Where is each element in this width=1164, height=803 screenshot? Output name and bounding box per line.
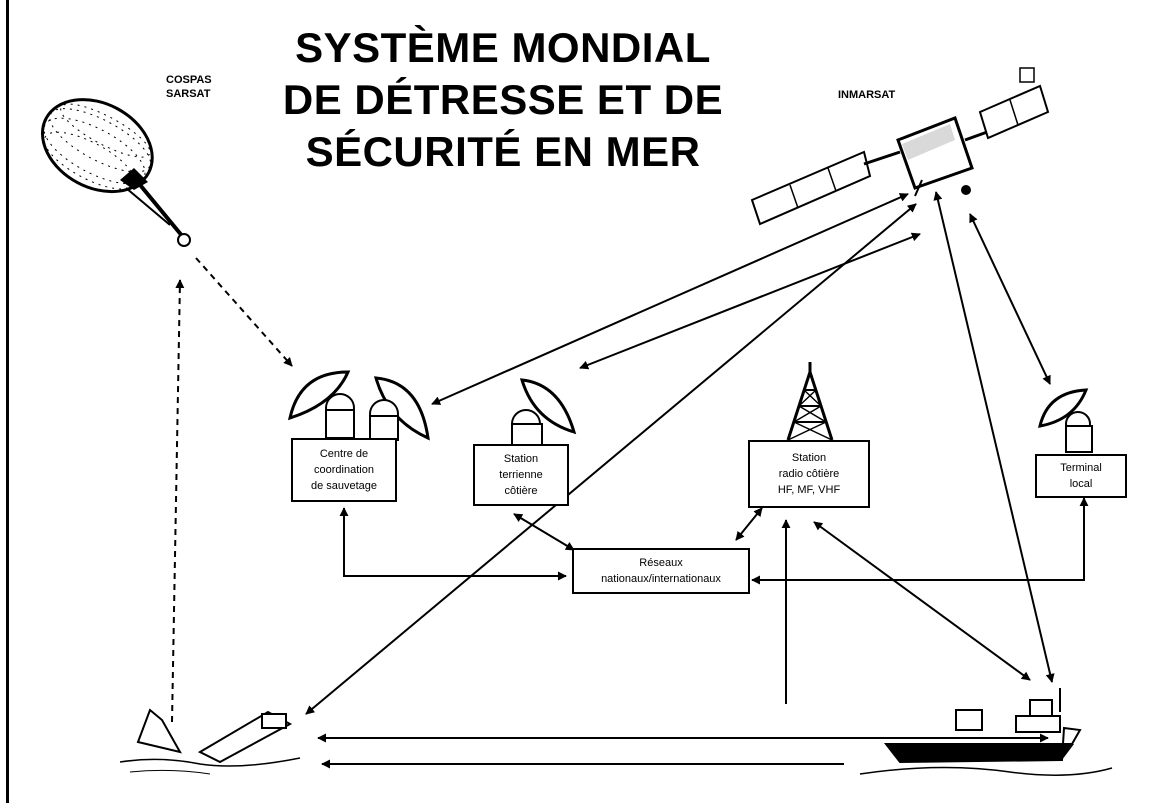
coast-radio-line-3: HF, MF, VHF [777, 484, 841, 496]
national-international-networks-box: Réseaux nationaux/internationaux [572, 548, 750, 594]
local-terminal-box: Terminal local [1035, 454, 1127, 498]
distressed-ship-icon [119, 708, 301, 775]
communication-links [171, 191, 1089, 769]
cospas-sarsat-label: COSPAS SARSAT [166, 73, 212, 101]
networks-line-2: nationaux/internationaux [601, 573, 721, 585]
rcc-line-3: de sauvetage [310, 480, 378, 492]
local-terminal-dish-icon [1038, 388, 1093, 453]
radio-tower-icon [786, 362, 834, 441]
inmarsat-label: INMARSAT [838, 89, 896, 101]
cospas-label-line-2: SARSAT [166, 88, 211, 100]
terminal-line-2: local [1069, 478, 1093, 490]
inmarsat-satellite-icon [750, 67, 1050, 226]
terminal-line-1: Terminal [1060, 462, 1102, 474]
link-coast-radio-ship [813, 521, 1031, 681]
link-cospas-to-rcc [195, 257, 293, 367]
coast-earth-station-dish-icon [511, 378, 577, 449]
rescue-coordination-centre-box: Centre de coordination de sauvetage [291, 438, 397, 502]
link-networks-terminal [751, 497, 1089, 585]
link-inmarsat-terminal [969, 213, 1051, 385]
rcc-line-1: Centre de [319, 448, 369, 460]
coast-radio-line-2: radio côtière [778, 468, 840, 480]
coast-earth-station-box: Station terrienne côtière [473, 444, 569, 506]
cospas-sarsat-satellite-icon [40, 98, 191, 247]
coast-radio-station-box: Station radio côtière HF, MF, VHF [748, 440, 870, 508]
link-inmarsat-earth-station [579, 232, 921, 370]
title-line-1: SYSTÈME MONDIAL [295, 24, 711, 71]
cospas-label-line-1: COSPAS [166, 74, 212, 86]
diagram-title: SYSTÈME MONDIAL DE DÉTRESSE ET DE SÉCURI… [268, 22, 738, 178]
link-coast-radio-networks [735, 507, 763, 541]
link-inmarsat-ship [933, 191, 1055, 683]
rcc-dish-antennas-icon [287, 370, 430, 441]
networks-line-1: Réseaux [639, 557, 683, 569]
earth-station-line-1: Station [503, 453, 539, 465]
title-line-2: DE DÉTRESSE ET DE [282, 76, 724, 123]
earth-station-line-2: terrienne [499, 469, 543, 481]
left-border-rule [6, 0, 9, 803]
link-distress-to-cospas [171, 279, 185, 723]
link-inmarsat-distress [305, 203, 917, 715]
earth-station-line-3: côtière [504, 485, 538, 497]
rcc-line-2: coordination [314, 464, 374, 476]
ship-icon [859, 688, 1113, 776]
coast-radio-line-1: Station [791, 452, 827, 464]
link-inmarsat-rcc [431, 193, 909, 405]
link-rcc-networks [339, 507, 567, 581]
title-line-3: SÉCURITÉ EN MER [305, 128, 701, 175]
